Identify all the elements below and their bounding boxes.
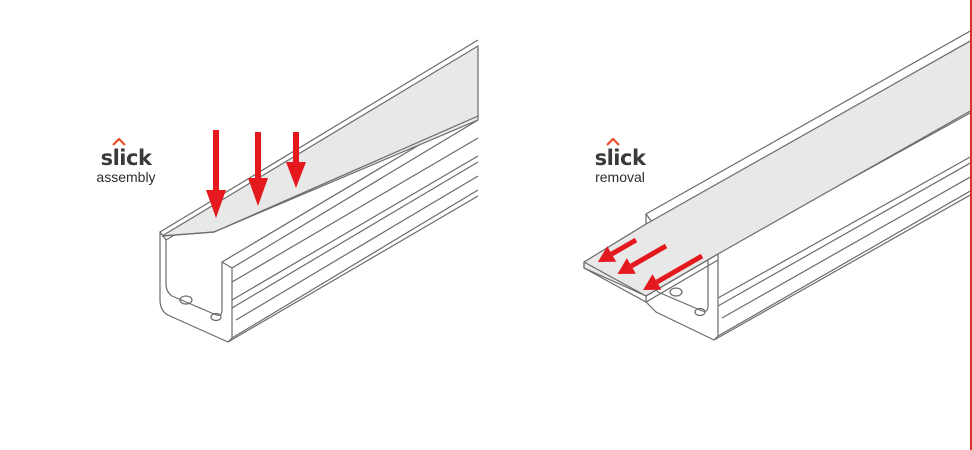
screw-hole	[210, 312, 222, 322]
arrow-left-icon	[643, 253, 704, 290]
roof-chevron-icon	[112, 138, 126, 146]
removal-illustration	[583, 29, 972, 341]
arrow-down-icon	[248, 132, 268, 206]
screw-hole	[694, 307, 706, 317]
channel-profile	[159, 231, 233, 343]
diffuser-strip	[161, 44, 479, 237]
assembly-illustration	[159, 39, 479, 343]
channel-profile	[645, 213, 719, 341]
assembly-panel: slick assembly	[94, 39, 479, 343]
brand-name: slick	[594, 146, 646, 170]
caption: assembly	[96, 169, 156, 185]
right-edge-strip	[970, 0, 972, 450]
brand-name: slick	[100, 146, 152, 170]
assembly-logo: slick assembly	[94, 138, 158, 185]
arrow-left-icon	[597, 237, 638, 262]
arrow-down-icon	[286, 132, 306, 188]
screw-hole	[179, 295, 193, 305]
caption: removal	[595, 169, 645, 185]
screw-hole	[669, 287, 683, 297]
removal-panel: slick removal	[486, 0, 972, 450]
diffuser-strip	[583, 39, 972, 297]
removal-logo: slick removal	[588, 138, 652, 185]
arrow-left-icon	[617, 243, 668, 274]
roof-chevron-icon	[606, 138, 620, 146]
arrow-down-icon	[206, 130, 226, 218]
